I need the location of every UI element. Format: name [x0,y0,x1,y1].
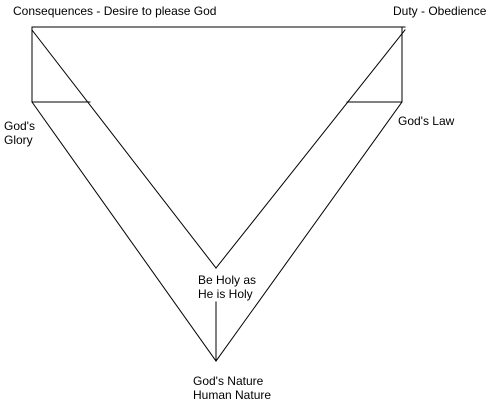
label-consequences: Consequences - Desire to please God [13,4,217,18]
label-be-holy: Be Holy as He is Holy [198,273,257,301]
left-lower-edge-line [31,101,217,362]
label-gods-glory: God's Glory [4,119,35,147]
label-duty: Duty - Obedience [393,4,487,18]
right-lower-edge-line [215,101,403,362]
label-natures: God's Nature Human Nature [193,374,272,402]
inner-left-diagonal-line [31,29,217,269]
inner-right-diagonal-line [215,29,406,269]
label-gods-law: God's Law [398,114,455,128]
